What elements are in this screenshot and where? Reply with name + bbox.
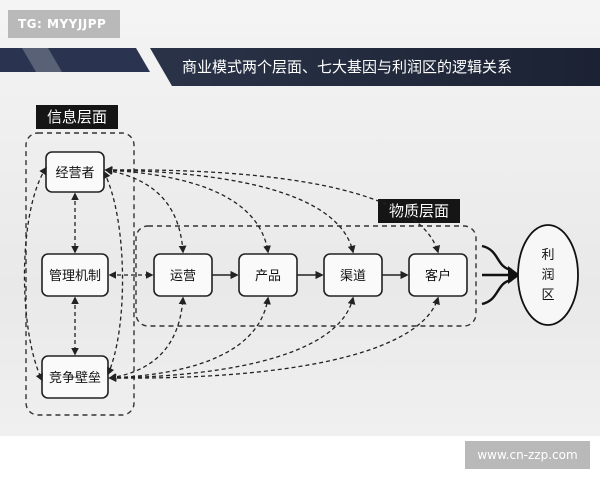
arrow-barrier-customer xyxy=(108,296,440,382)
arrow-barrier-product xyxy=(108,296,271,382)
watermark-top: TG: MYYJJPP xyxy=(8,10,120,38)
profit-zone-char-2: 润 xyxy=(541,268,554,283)
profit-zone-char-1: 利 xyxy=(541,248,554,263)
converging-arrows xyxy=(481,244,520,306)
banner-main xyxy=(150,48,600,86)
arrow-operator-channel xyxy=(104,166,356,254)
watermark-bottom: www.cn-zzp.com xyxy=(465,441,590,469)
node-product: 产品 xyxy=(255,269,281,284)
node-management: 管理机制 xyxy=(49,269,101,284)
banner-left-stripe xyxy=(0,48,150,72)
converge-line-bottom xyxy=(481,278,513,306)
node-barrier: 竞争壁垒 xyxy=(49,370,101,386)
arrow-operator-barrier-left xyxy=(23,166,47,382)
converge-arrowhead xyxy=(508,266,520,284)
node-operator: 经营者 xyxy=(55,166,94,181)
title-banner: 商业模式两个层面、七大基因与利润区的逻辑关系 xyxy=(0,48,600,86)
info-layer-label: 信息层面 xyxy=(47,108,107,126)
node-customer-box xyxy=(408,253,468,297)
node-operations: 运营 xyxy=(170,269,196,284)
banner-left-accent xyxy=(22,48,62,72)
info-layer-label-bg xyxy=(36,105,118,129)
diagram-svg: 商业模式两个层面、七大基因与利润区的逻辑关系 信息层面 物质层面 经营者 管理机… xyxy=(0,48,600,416)
arrow-operator-customer xyxy=(104,166,440,254)
arrow-operator-operations xyxy=(104,167,187,254)
node-customer: 客户 xyxy=(425,268,451,284)
converge-line-top xyxy=(481,244,513,272)
material-layer-label: 物质层面 xyxy=(389,202,449,220)
diagram-title: 商业模式两个层面、七大基因与利润区的逻辑关系 xyxy=(182,58,512,76)
profit-zone-ellipse xyxy=(517,224,579,326)
profit-zone-char-3: 区 xyxy=(541,288,554,303)
arrow-operator-product xyxy=(104,166,271,254)
node-channel: 渠道 xyxy=(340,269,366,284)
